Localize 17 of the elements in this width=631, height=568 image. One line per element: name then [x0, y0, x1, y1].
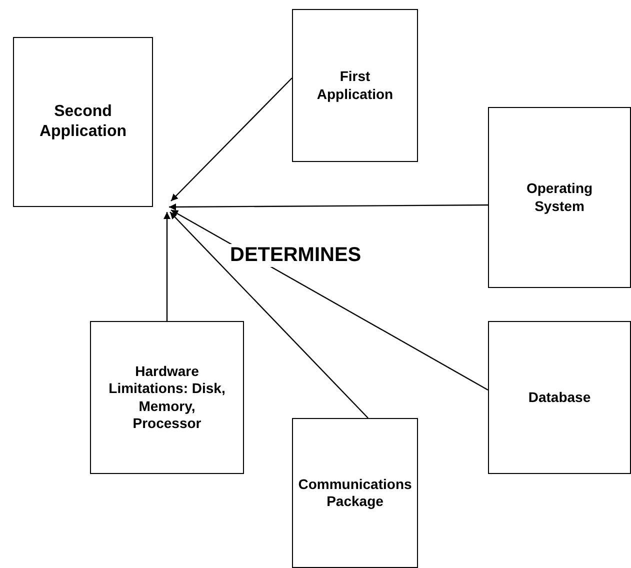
- box-label: Hardware Limitations: Disk, Memory, Processor: [108, 362, 226, 432]
- process-box: [292, 418, 418, 568]
- process-box: [90, 321, 244, 474]
- arrow: [164, 212, 170, 321]
- arrow: [170, 78, 292, 202]
- process-box: [488, 107, 631, 288]
- box-label: Operating System: [525, 180, 594, 215]
- process-box: [292, 9, 418, 162]
- arrow: [169, 203, 488, 210]
- box-label: Second Application: [38, 102, 128, 142]
- box-label: Communications Package: [298, 476, 412, 510]
- process-box: [13, 37, 153, 207]
- arrow: [170, 212, 368, 418]
- box-label: Database: [528, 388, 591, 406]
- process-box: [488, 321, 631, 474]
- relation-label: DETERMINES: [228, 244, 364, 267]
- box-label: First Application: [316, 68, 394, 103]
